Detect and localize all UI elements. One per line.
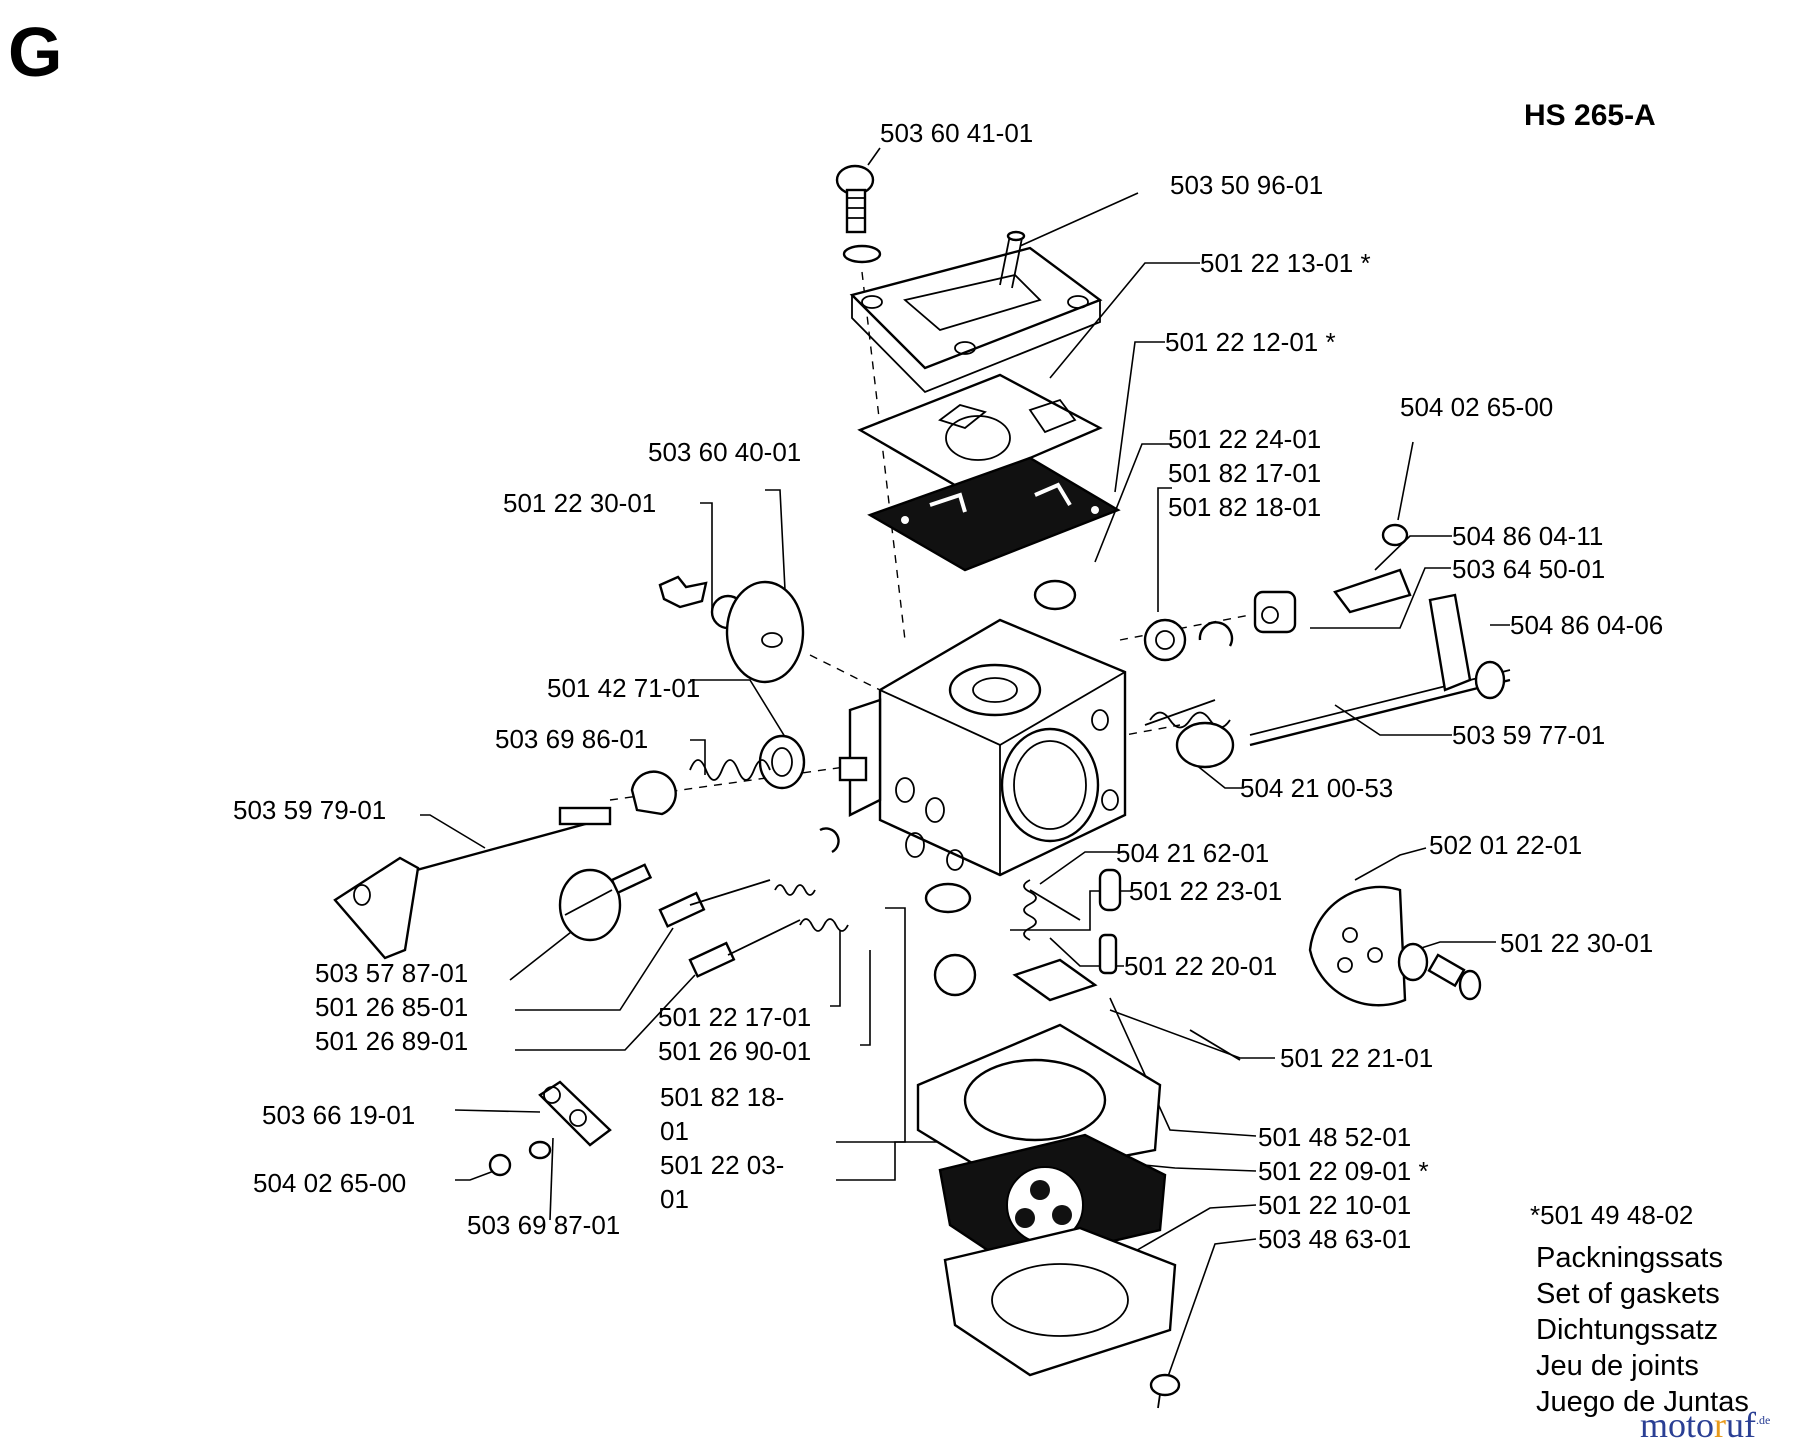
part-label: 503 64 50-01 — [1452, 554, 1606, 584]
section-letter: G — [8, 13, 63, 91]
leader-lines — [420, 147, 1510, 1386]
part-label: 504 02 65-00 — [253, 1168, 407, 1198]
part-label: 501 82 18-01 — [1168, 492, 1322, 522]
part-label: 501 48 52-01 — [1258, 1122, 1412, 1152]
part-label: 504 21 62-01 — [1116, 838, 1270, 868]
part-label: 504 86 04-11 — [1452, 521, 1604, 551]
part-label: 501 22 30-01 — [1500, 928, 1654, 958]
pump-diaphragm — [867, 456, 1121, 572]
part-label: 501 26 89-01 — [315, 1026, 469, 1056]
lower-diaphragm-assembly — [916, 1023, 1181, 1409]
kit-line: Juego de Juntas — [1536, 1386, 1749, 1418]
part-label: 503 66 19-01 — [262, 1100, 416, 1130]
part-label: 503 69 87-01 — [467, 1210, 621, 1240]
part-label: 501 82 17-01 — [1168, 458, 1322, 488]
part-label: 503 69 86-01 — [495, 724, 649, 754]
part-label: 503 60 41-01 — [880, 118, 1034, 148]
part-label: 501 22 13-01 * — [1200, 248, 1371, 278]
part-label: 501 22 09-01 * — [1258, 1156, 1429, 1186]
part-label: 501 22 30-01 — [503, 488, 657, 518]
kit-line: Set of gaskets — [1536, 1278, 1720, 1310]
part-label: 503 60 40-01 — [648, 437, 802, 467]
part-label: 503 50 96-01 — [1170, 170, 1324, 200]
watermark-part: r — [1714, 1405, 1727, 1445]
carburetor-body — [838, 618, 1127, 877]
kit-line: Packningssats — [1536, 1242, 1723, 1274]
part-label: 503 59 79-01 — [233, 795, 387, 825]
kit-line: Jeu de joints — [1536, 1350, 1699, 1382]
model-label: HS 265-A — [1524, 99, 1656, 132]
part-label: 01 — [660, 1116, 689, 1146]
watermark-suffix: .de — [1756, 1413, 1771, 1427]
part-label: 01 — [660, 1184, 689, 1214]
watermark-part: moto — [1640, 1405, 1715, 1445]
part-label: 501 22 17-01 — [658, 1002, 812, 1032]
left-parts — [333, 575, 972, 960]
right-parts — [1033, 523, 1511, 769]
part-label: 503 48 63-01 — [1258, 1224, 1412, 1254]
part-label: 504 21 00-53 — [1240, 773, 1394, 803]
pump-gasket — [857, 373, 1103, 490]
part-label: 501 22 03- — [660, 1150, 785, 1180]
part-label: 501 42 71-01 — [547, 673, 701, 703]
part-label: 502 01 22-01 — [1429, 830, 1583, 860]
watermark-logo: motoruf.de — [1640, 1400, 1770, 1445]
lever-plate — [488, 1080, 612, 1177]
watermark-part: uf — [1726, 1405, 1757, 1445]
kit-number: *501 49 48-02 — [1530, 1200, 1694, 1230]
kit-line: Dichtungssatz — [1536, 1314, 1719, 1346]
part-label: 501 22 23-01 — [1129, 876, 1283, 906]
part-label: 504 86 04-06 — [1510, 610, 1664, 640]
cover-screw — [835, 164, 882, 264]
needles-springs — [558, 863, 1241, 1061]
part-label: 504 02 65-00 — [1400, 392, 1554, 422]
part-label: 503 57 87-01 — [315, 958, 469, 988]
part-label: 501 82 18- — [660, 1082, 785, 1112]
pump-cover — [849, 230, 1103, 394]
part-label: 501 26 90-01 — [658, 1036, 812, 1066]
part-label: 501 22 12-01 * — [1165, 327, 1336, 357]
part-label: 501 26 85-01 — [315, 992, 469, 1022]
part-label: 503 59 77-01 — [1452, 720, 1606, 750]
right-lower-parts — [1308, 885, 1482, 1007]
part-label: 501 22 10-01 — [1258, 1190, 1412, 1220]
part-label: 501 22 20-01 — [1124, 951, 1278, 981]
part-label: 501 22 24-01 — [1168, 424, 1322, 454]
part-label: 501 22 21-01 — [1280, 1043, 1434, 1073]
